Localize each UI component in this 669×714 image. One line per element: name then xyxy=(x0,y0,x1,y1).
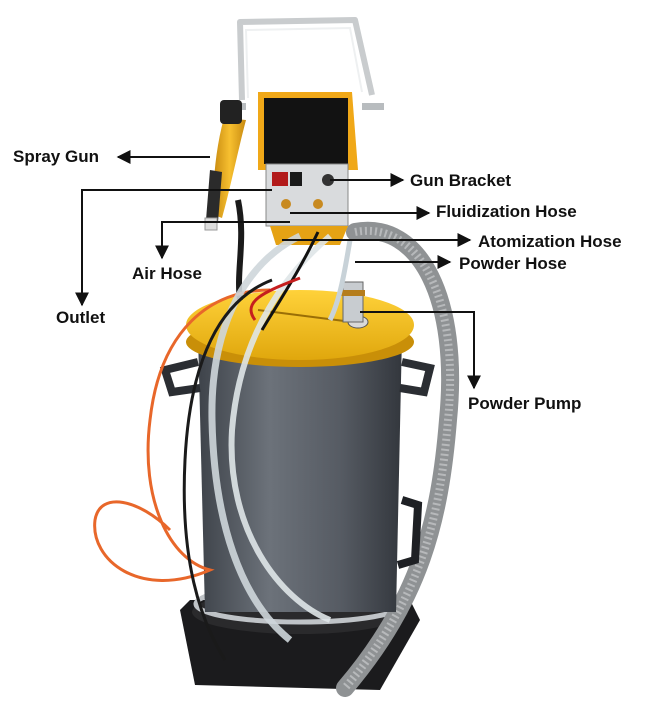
air-hose-pointer xyxy=(155,221,290,260)
powder-pump-part xyxy=(341,281,365,323)
label-gun-bracket: Gun Bracket xyxy=(410,171,512,190)
cables xyxy=(182,231,353,661)
powder-pump-pointer xyxy=(360,311,481,390)
control-unit xyxy=(258,92,358,245)
label-outlet: Outlet xyxy=(56,308,106,327)
label-fluidization-hose: Fluidization Hose xyxy=(436,202,577,221)
orange-air-hose xyxy=(93,288,271,582)
spray-gun xyxy=(204,100,246,301)
label-powder-hose: Powder Hose xyxy=(459,254,567,273)
outlet-pointer xyxy=(75,189,272,307)
powder-hopper xyxy=(159,335,435,612)
leader-lines xyxy=(75,150,481,390)
label-powder-pump: Powder Pump xyxy=(468,394,582,413)
label-spray-gun: Spray Gun xyxy=(13,147,99,166)
label-atomization-hose: Atomization Hose xyxy=(478,232,622,251)
label-air-hose: Air Hose xyxy=(132,264,202,283)
